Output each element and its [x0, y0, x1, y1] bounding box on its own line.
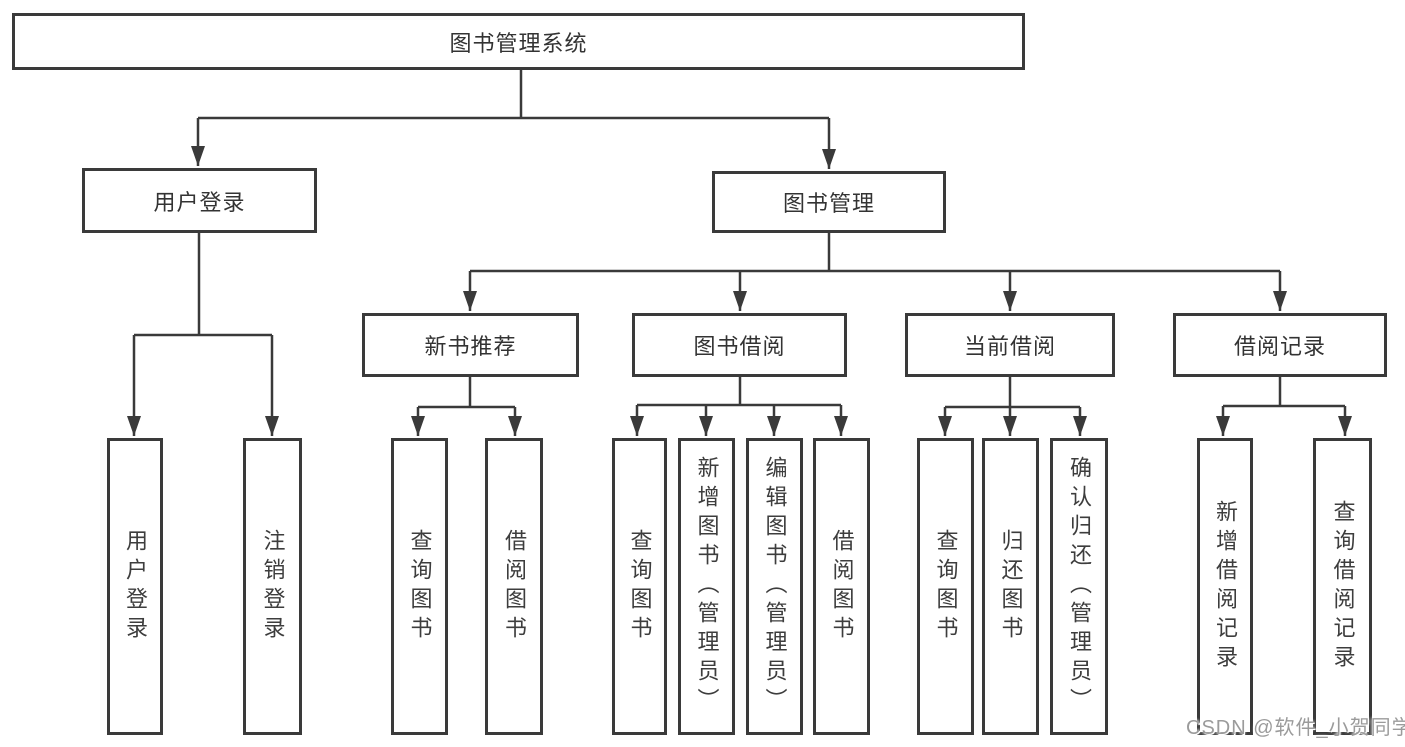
- node-label: 查询图书: [627, 528, 653, 645]
- node-current-borrowing: 当前借阅: [905, 313, 1115, 377]
- leaf-edit-book-admin: 编辑图书（管理员）: [746, 438, 803, 735]
- leaf-confirm-return-admin: 确认归还（管理员）: [1050, 438, 1108, 735]
- leaf-logout: 注销登录: [243, 438, 302, 735]
- node-label: 归还图书: [998, 528, 1024, 645]
- node-label: 新书推荐: [424, 334, 517, 359]
- node-new-book-recommend: 新书推荐: [362, 313, 579, 377]
- node-label: 用户登录: [153, 189, 246, 215]
- leaf-query-books-current: 查询图书: [917, 438, 974, 735]
- leaf-add-borrow-record: 新增借阅记录: [1197, 438, 1253, 735]
- node-label: 编辑图书（管理员）: [762, 456, 788, 717]
- leaf-borrow-books: 借阅图书: [813, 438, 870, 735]
- node-label: 用户登录: [123, 528, 148, 645]
- node-label: 图书管理: [782, 191, 875, 216]
- node-label: 新增借阅记录: [1213, 499, 1238, 674]
- node-label: 查询借阅记录: [1330, 499, 1356, 674]
- node-book-management: 图书管理: [712, 171, 946, 233]
- node-label: 查询图书: [933, 528, 959, 645]
- connector-lines: [127, 70, 1352, 436]
- leaf-query-borrow-record: 查询借阅记录: [1313, 438, 1372, 735]
- leaf-borrow-books-recommend: 借阅图书: [485, 438, 543, 735]
- node-label: 图书借阅: [693, 334, 786, 359]
- node-book-borrowing: 图书借阅: [632, 313, 847, 377]
- csdn-watermark: CSDN @软件_小贺同学: [1186, 717, 1405, 739]
- node-label: 当前借阅: [963, 334, 1056, 359]
- node-label: 借阅图书: [502, 528, 527, 645]
- node-label: 借阅图书: [829, 528, 855, 645]
- node-label: 注销登录: [260, 528, 286, 645]
- node-label: 确认归还（管理员）: [1067, 456, 1092, 717]
- node-label: 查询图书: [407, 528, 433, 645]
- leaf-user-login: 用户登录: [107, 438, 163, 735]
- leaf-query-books-borrowing: 查询图书: [612, 438, 667, 735]
- leaf-add-book-admin: 新增图书（管理员）: [678, 438, 735, 735]
- node-borrowing-records: 借阅记录: [1173, 313, 1387, 377]
- node-user-login: 用户登录: [82, 168, 317, 233]
- node-label: 新增图书（管理员）: [694, 456, 720, 717]
- node-label: 图书管理系统: [449, 30, 588, 56]
- node-library-management-system: 图书管理系统: [12, 13, 1025, 70]
- leaf-query-books-recommend: 查询图书: [391, 438, 448, 735]
- leaf-return-books: 归还图书: [982, 438, 1039, 735]
- node-label: 借阅记录: [1233, 334, 1326, 359]
